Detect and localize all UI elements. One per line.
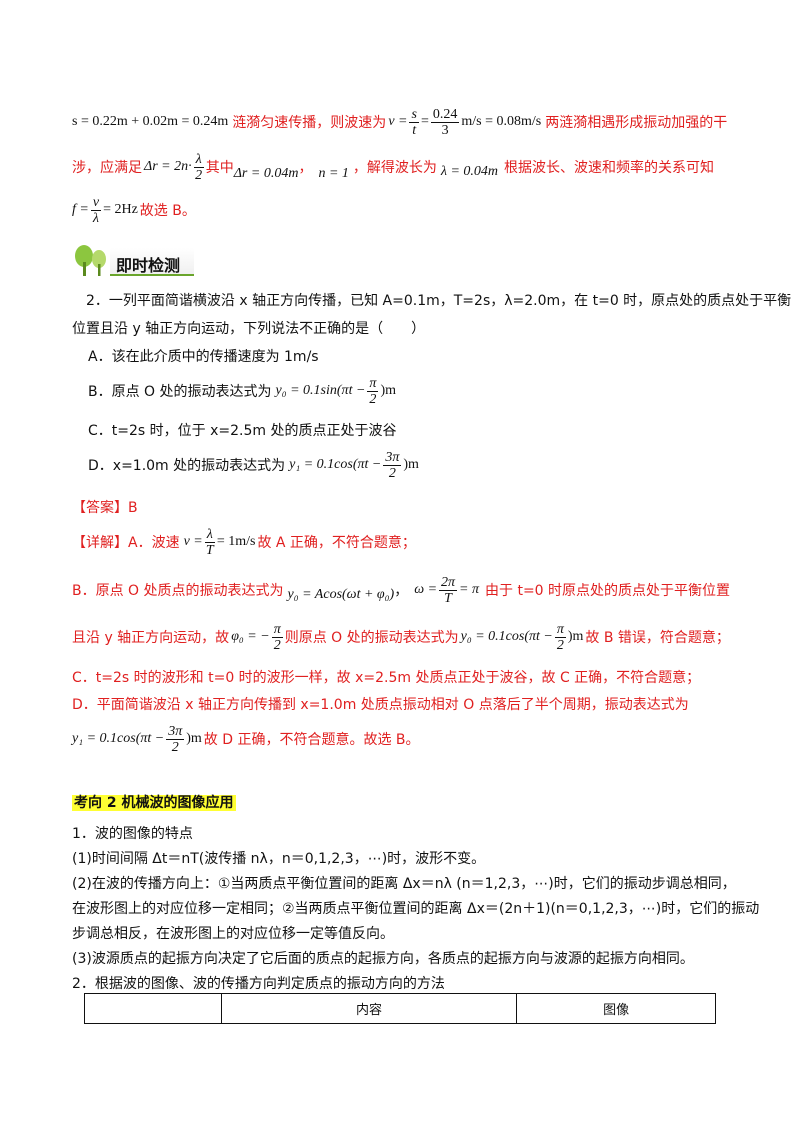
- solution-line-3: f = v λ = 2Hz 故选 B。: [72, 192, 196, 228]
- option-a: A．该在此介质中的传播速度为 1m/s: [88, 349, 319, 365]
- fraction-pi-over-2: π 2: [271, 621, 283, 653]
- fraction-3pi-over-2: 3π 2: [166, 723, 185, 755]
- math-dr-value: Δr = 0.04m: [233, 166, 299, 181]
- fraction-2pi-over-T: 2π T: [439, 574, 458, 606]
- fraction-pi-over-2: π 2: [554, 621, 566, 653]
- section-banner: 即时检测: [72, 244, 196, 278]
- math-dr-condition: Δr = 2n·: [144, 159, 192, 174]
- section-heading: 考向 2 机械波的图像应用: [72, 792, 236, 812]
- math-omega-label: ω =: [414, 582, 438, 597]
- explain-line-2: B．原点 O 处质点的振动表达式为 y₀ = Acos(ωt + φ₀) ， ω…: [72, 570, 730, 610]
- section-paragraph-4: (3)波源质点的起振方向决定了它后面的质点的起振方向，各质点的起振方向与波源的起…: [72, 951, 694, 967]
- fraction-lambda-over-2: λ 2: [193, 151, 204, 183]
- fraction-024-over-3: 0.24 3: [430, 106, 460, 138]
- solution-text: ，解得波长为: [352, 160, 437, 176]
- section-label: 考向 2 机械波的图像应用: [72, 795, 236, 811]
- math-close: )m: [403, 457, 419, 472]
- math-s-equation: s = 0.22m + 0.02m = 0.24m: [72, 114, 229, 129]
- math-f-result: = 2Hz: [103, 202, 138, 217]
- option-d-label: D．x=1.0m 处的振动表达式为: [88, 458, 286, 474]
- option-b-label: B．原点 O 处的振动表达式为: [88, 384, 272, 400]
- math-close: )m: [380, 383, 396, 398]
- table-header-cell: 图像: [516, 993, 716, 1024]
- math-n-value: n = 1: [318, 166, 349, 181]
- answer-label: 【答案】B: [72, 500, 138, 516]
- explain-text: 由于 t=0 时原点处的质点处于平衡位置: [485, 583, 731, 599]
- math-sep: ，: [394, 584, 409, 599]
- explain-text: 则原点 O 处的振动表达式为: [284, 630, 459, 646]
- section-paragraph-3c: 步调总相反，在波形图上的对应位移一定等值反向。: [72, 926, 394, 942]
- math-y1-cos: y₁ = 0.1cos(πt −: [289, 457, 382, 472]
- explain-text: 故 B 错误，符合题意；: [585, 630, 730, 646]
- solution-line-2: 涉，应满足 Δr = 2n· λ 2 其中 Δr = 0.04m ， n = 1…: [72, 147, 714, 187]
- solution-text: 其中: [205, 160, 234, 176]
- option-b: B．原点 O 处的振动表达式为 y₀ = 0.1sin(πt − π 2 )m: [88, 372, 396, 410]
- math-lambda-value: λ = 0.04m: [440, 164, 499, 179]
- math-v-result: = 1m/s: [216, 534, 256, 549]
- solution-text: 根据波长、波速和频率的关系可知: [504, 160, 715, 176]
- math-close: )m: [186, 731, 202, 746]
- math-close: )m: [567, 629, 584, 644]
- table-header-row: 内容 图像: [84, 993, 716, 1024]
- explain-line-4: C．t=2s 时的波形和 t=0 时的波形一样，故 x=2.5m 处质点正处于波…: [72, 670, 701, 686]
- math-v-label: v =: [388, 114, 408, 129]
- question-stem-line-1: 2．一列平面简谐横波沿 x 轴正方向传播，已知 A=0.1m，T=2s，λ=2.…: [86, 293, 792, 309]
- math-phi0: φ₀ = −: [231, 629, 270, 644]
- explain-line-6: y₁ = 0.1cos(πt − 3π 2 )m 故 D 正确，不符合题意。故选…: [72, 718, 420, 760]
- question-stem-line-2: 位置且沿 y 轴正方向运动，下列说法不正确的是（ ）: [72, 321, 426, 337]
- explain-text: 【详解】A．波速: [72, 535, 180, 551]
- explain-text: 故 D 正确，不符合题意。故选 B。: [203, 732, 420, 748]
- section-paragraph-3a: (2)在波的传播方向上：①当两质点平衡位置间的距离 Δx＝nλ (n＝1,2,3…: [72, 876, 736, 892]
- explain-text: B．原点 O 处质点的振动表达式为: [72, 583, 284, 599]
- explain-text: 故 A 正确，不符合题意；: [257, 535, 416, 551]
- section-paragraph-1: 1．波的图像的特点: [72, 826, 193, 842]
- fraction-3pi-over-2: 3π 2: [383, 449, 402, 481]
- math-omega-result: = π: [459, 582, 480, 597]
- table-header-cell: [84, 993, 222, 1024]
- fraction-pi-over-2: π 2: [367, 375, 379, 407]
- table-header-cell: 内容: [220, 993, 518, 1024]
- solution-text: 故选 B。: [139, 203, 196, 219]
- math-y0-cos: y₀ = 0.1cos(πt −: [460, 629, 553, 644]
- solution-line-1: s = 0.22m + 0.02m = 0.24m 涟漪匀速传播，则波速为 v …: [72, 104, 727, 140]
- fraction-lambda-over-T: λ T: [204, 526, 215, 558]
- math-v-result: m/s = 0.08m/s: [461, 114, 542, 129]
- section-paragraph-5: 2．根据波的图像、波的传播方向判定质点的振动方向的方法: [72, 976, 445, 992]
- math-y0-general: y₀ = Acos(ωt + φ₀): [287, 587, 395, 602]
- math-f-label: f =: [72, 202, 89, 217]
- tree-icon: [75, 245, 106, 276]
- math-y0-sin: y₀ = 0.1sin(πt −: [275, 383, 366, 398]
- method-table: 内容 图像: [84, 993, 716, 1024]
- math-equals: =: [420, 114, 429, 129]
- solution-text: 两涟漪相遇形成振动加强的干: [545, 115, 728, 131]
- section-paragraph-2: (1)时间间隔 Δt＝nT(波传播 nλ，n＝0,1,2,3，⋯)时，波形不变。: [72, 851, 486, 867]
- explain-text: 且沿 y 轴正方向运动，故: [72, 630, 230, 646]
- explain-line-5: D．平面简谐波沿 x 轴正方向传播到 x=1.0m 处质点振动相对 O 点落后了…: [72, 697, 689, 713]
- math-y1-cos: y₁ = 0.1cos(πt −: [72, 731, 165, 746]
- option-c: C．t=2s 时，位于 x=2.5m 处的质点正处于波谷: [88, 423, 397, 439]
- solution-text: ，: [298, 160, 313, 176]
- option-d: D．x=1.0m 处的振动表达式为 y₁ = 0.1cos(πt − 3π 2 …: [88, 445, 419, 485]
- solution-text: 涟漪匀速传播，则波速为: [232, 115, 387, 131]
- fraction-v-over-lambda: v λ: [90, 194, 102, 226]
- explain-line-1: 【详解】A．波速 v = λ T = 1m/s 故 A 正确，不符合题意；: [72, 522, 416, 562]
- section-paragraph-3b: 在波形图上的对应位移一定相同；②当两质点平衡位置间的距离 Δx＝(2n＋1)(n…: [72, 901, 760, 917]
- fraction-s-over-t: s t: [409, 106, 419, 138]
- banner-title: 即时检测: [116, 256, 181, 275]
- explain-line-3: 且沿 y 轴正方向运动，故 φ₀ = − π 2 则原点 O 处的振动表达式为 …: [72, 617, 730, 657]
- solution-text: 涉，应满足: [72, 160, 142, 176]
- math-v-label: v =: [183, 534, 203, 549]
